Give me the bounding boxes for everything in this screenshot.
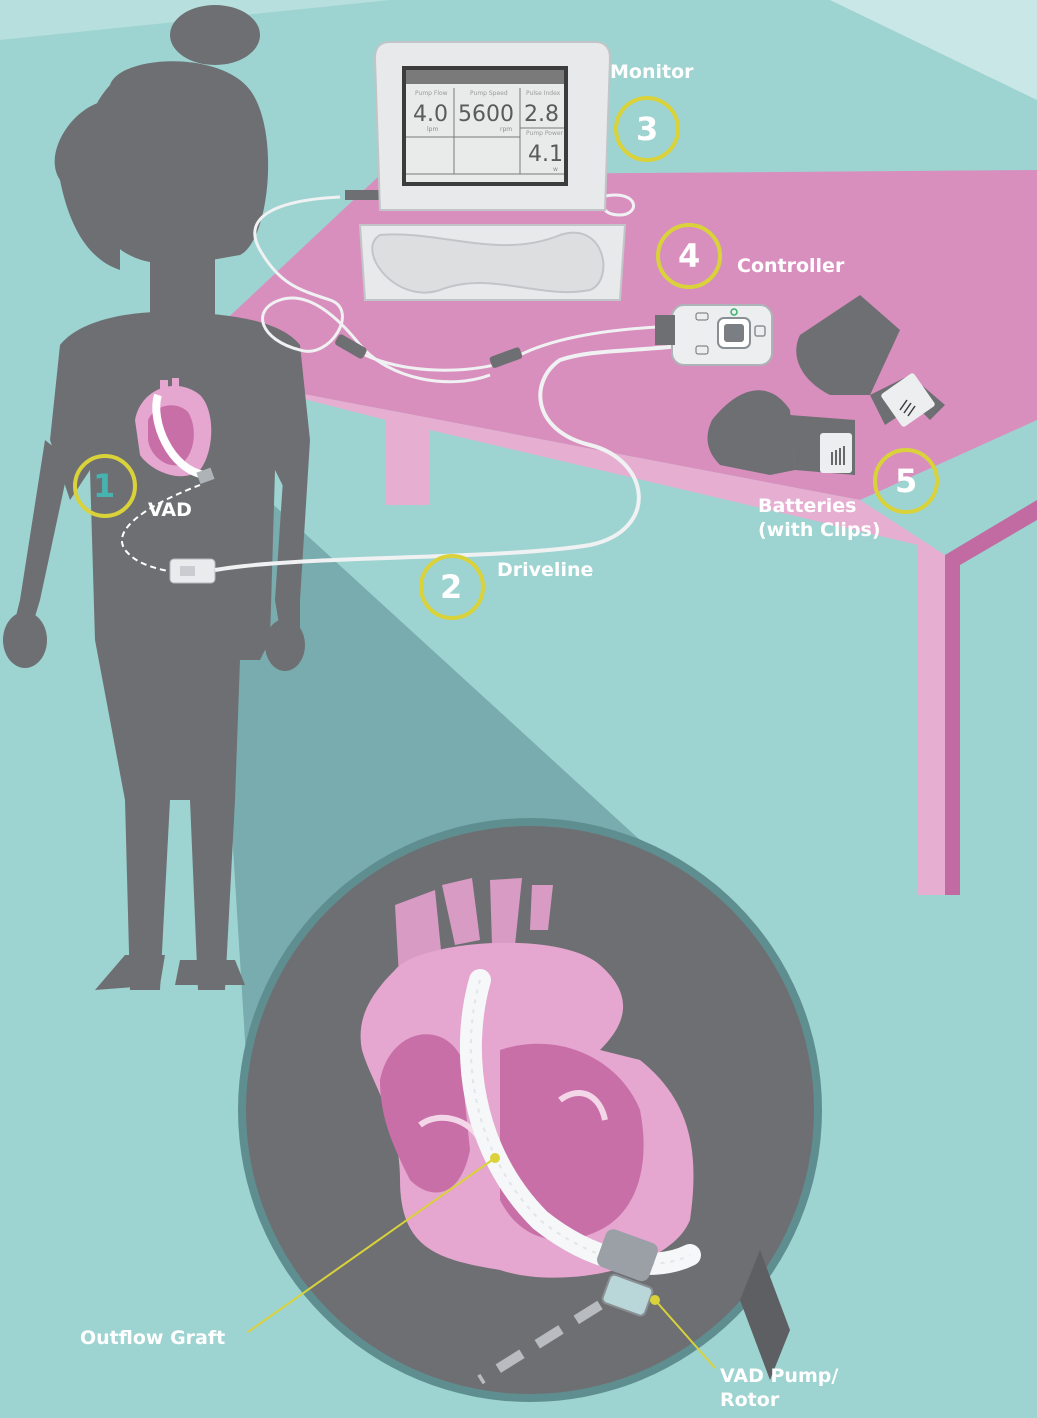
pulse-index-caption: Pulse Index [526,90,560,97]
callout-5-number: 5 [895,463,917,499]
pump-flow-value: 4.0 [413,104,448,126]
outflow-graft-label: Outflow Graft [80,1326,225,1350]
zoom-circle [238,818,822,1402]
background-corner [830,0,1037,100]
pump-speed-unit: rpm [500,126,512,133]
driveline-label: Driveline [497,558,593,582]
pump-power-unit: w [553,166,558,173]
pulse-index-value: 2.8 [524,104,559,126]
pump-power-caption: Pump Power [526,130,563,137]
batteries-label: Batteries (with Clips) [758,494,881,542]
cable-plug-left [345,190,380,200]
controller-label: Controller [737,254,844,278]
monitor-label: Monitor [610,60,694,84]
pump-flow-unit: lpm [427,126,438,133]
vad-pump-dot [650,1295,660,1305]
callout-3-number: 3 [636,111,658,147]
pump-speed-value: 5600 [458,104,514,126]
controller-device [655,305,772,365]
pump-speed-caption: Pump Speed [470,90,508,97]
callout-2-number: 2 [440,569,462,605]
callout-4-number: 4 [678,238,700,274]
vad-label: VAD [148,498,192,522]
callout-1-number: 1 [93,468,115,504]
pump-power-value: 4.1 [528,144,563,166]
monitor-device [360,42,625,300]
vad-pump-label: VAD Pump/ Rotor [720,1364,838,1412]
outflow-graft-dot [490,1153,500,1163]
pump-flow-caption: Pump Flow [415,90,448,97]
